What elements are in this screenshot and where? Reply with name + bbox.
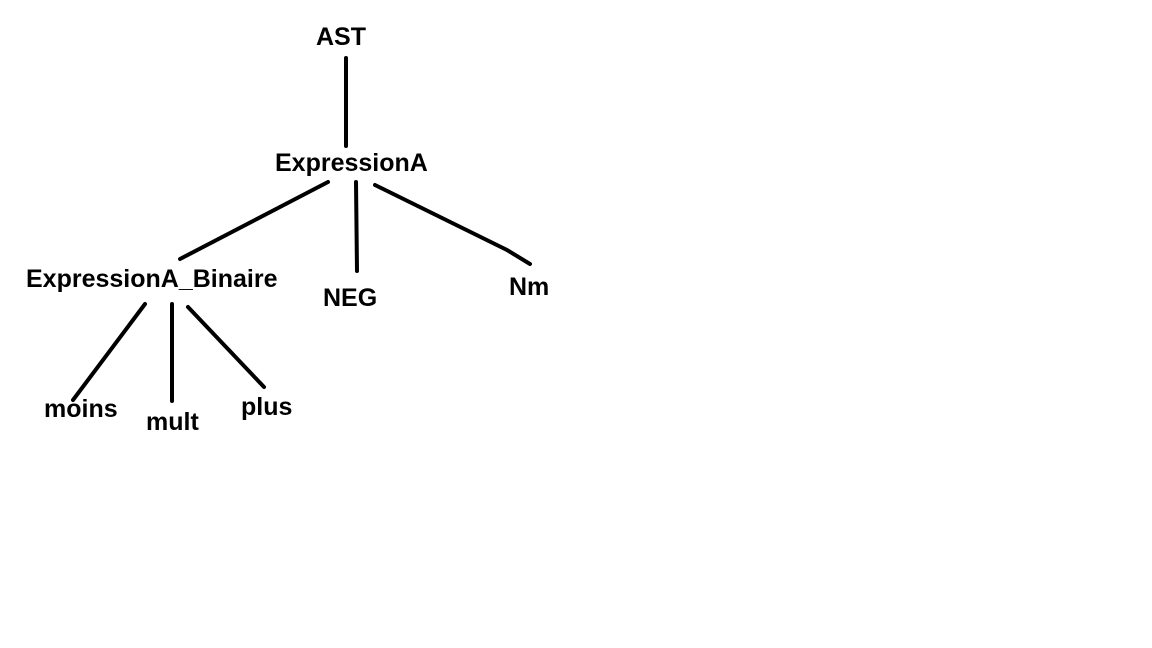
edge-binaire-plus [186,305,266,389]
edge-binaire-moins [71,302,147,402]
edge-expressiona-nm [373,183,532,266]
edge-expressiona-neg [354,180,359,273]
edge-expressiona-binaire [178,180,330,261]
node-mult: mult [146,408,199,436]
node-expressiona-binaire: ExpressionA_Binaire [26,265,278,293]
node-neg: NEG [323,284,377,312]
node-expressiona: ExpressionA [275,149,428,177]
node-ast: AST [316,23,366,51]
node-plus: plus [241,393,292,421]
node-nm: Nm [509,273,549,301]
node-moins: moins [44,395,118,423]
